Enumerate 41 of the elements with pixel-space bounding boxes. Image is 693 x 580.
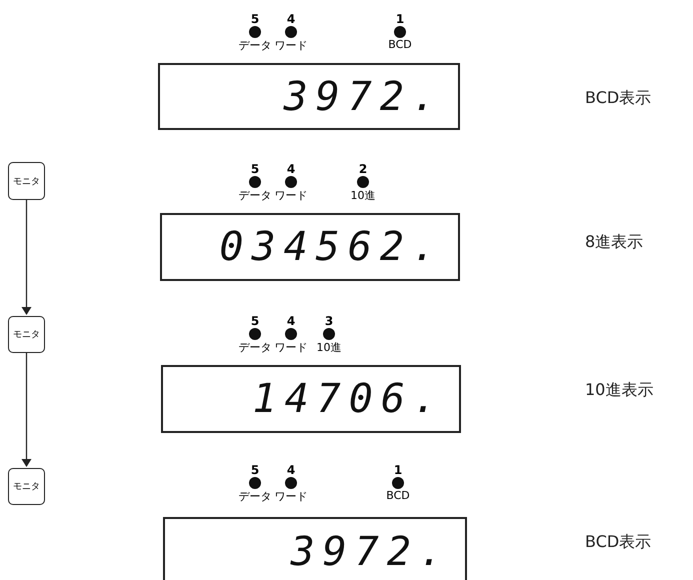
indicator-label: BCD xyxy=(388,38,412,51)
indicator-label: ワード xyxy=(274,489,308,504)
indicator-number: 3 xyxy=(324,314,334,328)
indicator-number: 4 xyxy=(286,314,296,328)
indicator-label: データ xyxy=(238,340,272,355)
indicator-number: 4 xyxy=(286,162,296,176)
lcd-display-panel xyxy=(163,517,467,580)
display-digits: 3972. xyxy=(284,74,444,120)
indicator-label: ワード xyxy=(274,38,308,53)
monitor-key: モニタ xyxy=(8,316,45,353)
indicator-label: 10進 xyxy=(350,188,376,203)
display-digits: 3972. xyxy=(290,529,451,575)
indicator-label: 10進 xyxy=(316,340,342,355)
display-digits: 034562. xyxy=(219,224,444,270)
display-mode-label: BCD表示 xyxy=(585,532,652,553)
display-mode-label: 8進表示 xyxy=(585,232,644,253)
arrow xyxy=(22,353,32,467)
indicator-number: 1 xyxy=(396,12,404,26)
indicator-number: 5 xyxy=(250,314,260,328)
indicator-label: データ xyxy=(238,38,272,53)
display-digits: 14706. xyxy=(252,376,445,422)
indicator-number: 2 xyxy=(358,162,368,176)
display-mode-label: 10進表示 xyxy=(585,380,654,401)
indicator-label: BCD xyxy=(386,489,410,502)
indicator-number: 5 xyxy=(250,162,260,176)
indicator-number: 4 xyxy=(286,12,296,26)
lcd-display-panel xyxy=(160,213,460,281)
display-mode-label: BCD表示 xyxy=(585,88,652,109)
lcd-display-panel xyxy=(161,365,461,433)
monitor-key: モニタ xyxy=(8,468,45,505)
indicator-label: データ xyxy=(238,188,272,203)
lcd-display-panel xyxy=(158,63,460,130)
monitor-key: モニタ xyxy=(8,162,45,200)
indicator-number: 5 xyxy=(250,12,260,26)
indicator-number: 5 xyxy=(250,463,260,477)
indicator-label: データ xyxy=(238,489,272,504)
arrow xyxy=(22,200,32,315)
indicator-label: ワード xyxy=(274,188,308,203)
indicator-number: 4 xyxy=(286,463,296,477)
indicator-number: 1 xyxy=(394,463,402,477)
indicator-label: ワード xyxy=(274,340,308,355)
